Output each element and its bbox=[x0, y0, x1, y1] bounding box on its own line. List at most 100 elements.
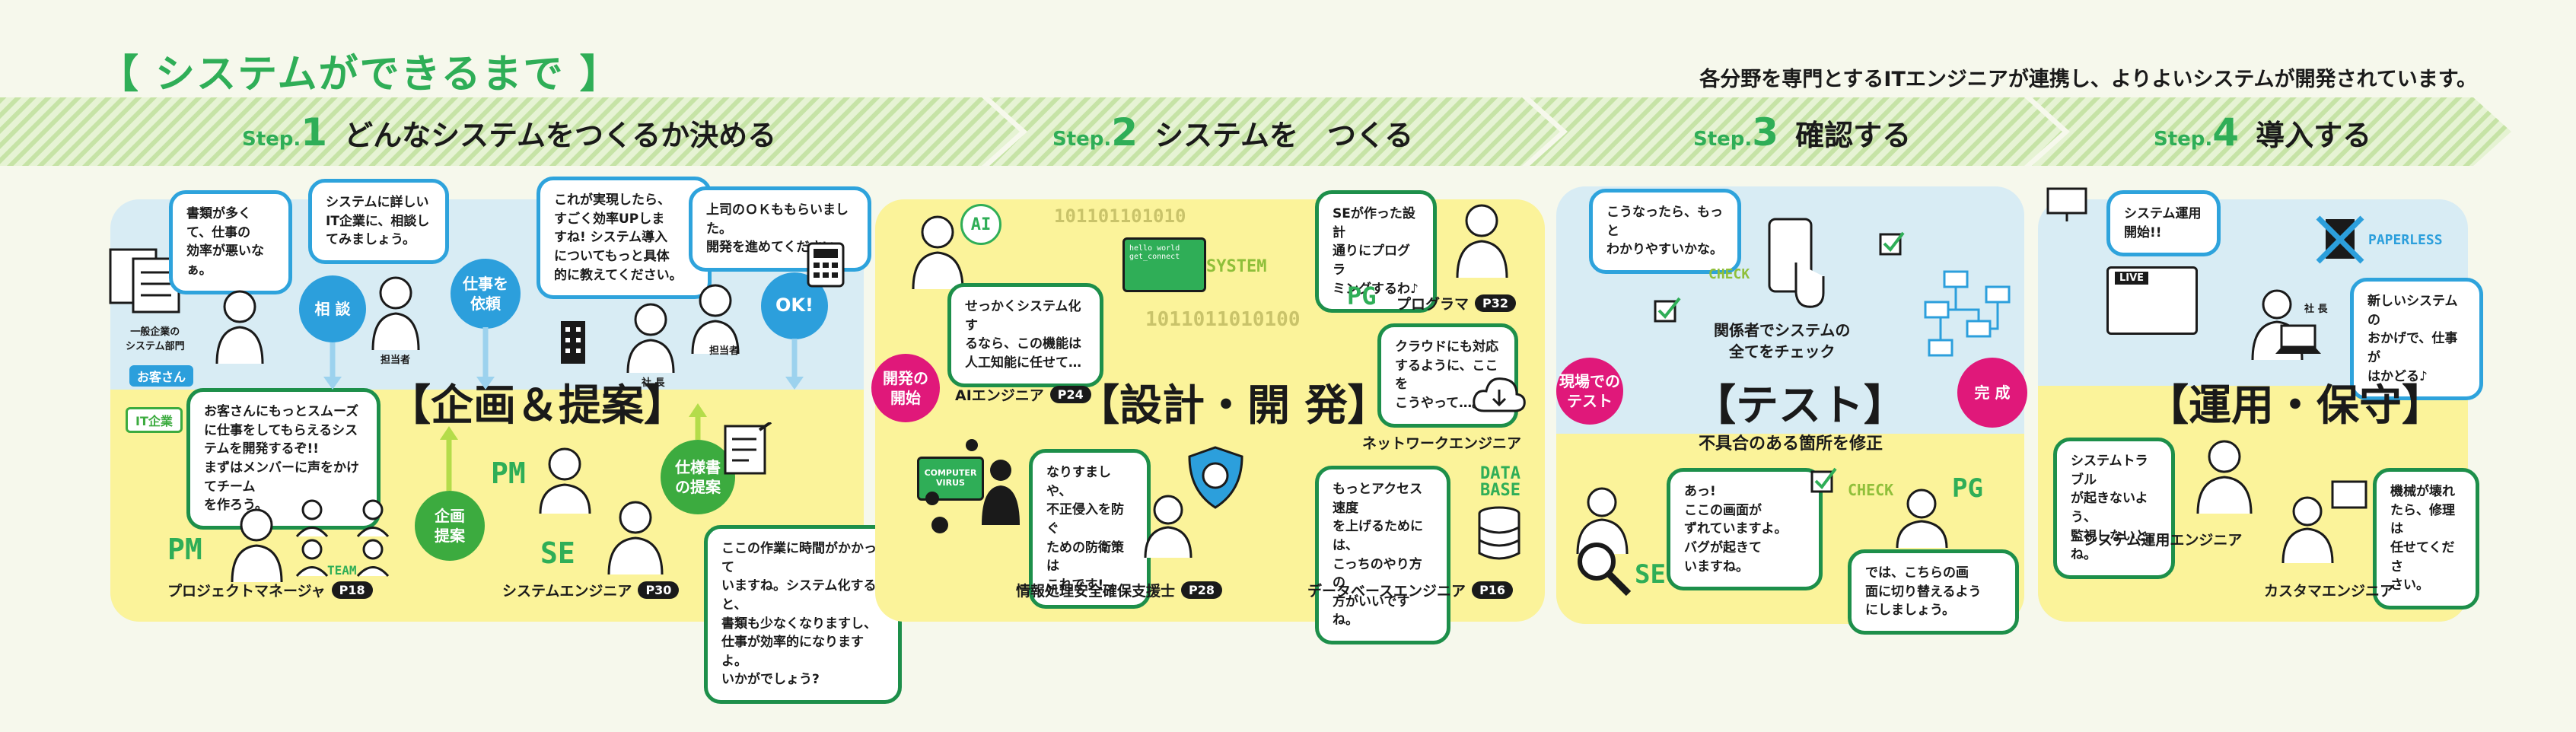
checkbox-icon-3 bbox=[1810, 467, 1837, 493]
staff-tag: 担当者 bbox=[381, 355, 411, 366]
code-window-icon: hello world get_connect bbox=[1122, 237, 1206, 292]
spec-doc-icon bbox=[724, 422, 772, 475]
caption-fix: 不具合のある箇所を修正 bbox=[1699, 434, 1883, 454]
pg-deco: PG bbox=[1347, 282, 1377, 310]
paperless-deco: PAPERLESS bbox=[2368, 232, 2443, 248]
bubble-president: 新しいシステムの おかげで、仕事が はかどる♪ bbox=[2350, 278, 2483, 401]
client-tag: お客さん bbox=[129, 365, 194, 387]
team-deco: TEAM bbox=[327, 563, 357, 578]
step-banner bbox=[0, 97, 2511, 166]
monitor-icon bbox=[2046, 187, 2087, 221]
bubble-ce: 機械が壊れ たら、修理は 任せてくださ さい。 bbox=[2373, 468, 2479, 609]
president-tag-step4: 社 長 bbox=[2304, 304, 2328, 315]
circle-field-test: 現場での テスト bbox=[1556, 358, 1623, 425]
pm-deco: PM bbox=[167, 533, 202, 566]
heading-operation: 【運用・保守】 bbox=[2146, 381, 2444, 431]
team-icon bbox=[295, 499, 390, 578]
building-icon bbox=[561, 321, 585, 364]
bubble-se: ここの作業に時間がかかって いますね。システム化すると、 書類も少なくなりますし… bbox=[704, 525, 902, 705]
ai-person-icon bbox=[912, 215, 964, 289]
binary-deco: 101101101010 bbox=[1054, 205, 1186, 227]
se-deco-test: SE bbox=[1635, 559, 1666, 590]
smartphone-touch-icon bbox=[1768, 218, 1825, 308]
staff2-person-icon bbox=[691, 284, 740, 354]
network-diagram-icon bbox=[1924, 270, 2011, 357]
bubble-pm: お客さんにもっとスムーズ に仕事をしてもらえるシス テムを開発するぞ!! まずは… bbox=[186, 388, 381, 530]
page-subtitle: 各分野を専門とするITエンジニアが連携し、よりよいシステムが開発されています。 bbox=[1699, 68, 2477, 91]
bubble-se-test: あっ! ここの画面が ずれていますよ。バグが起きて いますね。 bbox=[1667, 468, 1823, 591]
shield-icon bbox=[1188, 446, 1243, 509]
calculator-icon bbox=[807, 242, 845, 288]
circle-consult: 相 談 bbox=[299, 275, 366, 342]
db-deco: DATA BASE bbox=[1480, 464, 1520, 500]
checkbox-icon-2 bbox=[1654, 297, 1681, 323]
circle-spec: 仕様書 の提案 bbox=[661, 440, 735, 514]
security-person-icon bbox=[1144, 495, 1192, 558]
client-dept-label: 一般企業の システム部門 bbox=[126, 326, 185, 352]
paperless-icon bbox=[2316, 215, 2364, 264]
se-person-icon bbox=[607, 501, 664, 574]
staff-tag-2: 担当者 bbox=[709, 345, 740, 357]
president-person-icon bbox=[626, 303, 675, 373]
bubble-db: もっとアクセス速度 を上げるためには、 こっちのやり方の 方がいいですね。 bbox=[1315, 466, 1450, 645]
database-icon bbox=[1478, 506, 1520, 560]
bubble-ops: システムトラブル が起きないよう、 監視しないとね。 bbox=[2053, 438, 2175, 579]
pg-test-person-icon bbox=[1896, 489, 1948, 548]
bubble-ai: せっかくシステム化す るなら、この機能は 人工知能に任せて… bbox=[947, 283, 1103, 387]
bubble-launch: システム運用 開始!! bbox=[2106, 190, 2221, 257]
bubble-pg-test: では、こちらの画 面に切り替えるよう にしましょう。 bbox=[1848, 549, 2019, 635]
client-person-icon bbox=[215, 290, 264, 364]
circle-plan: 企画 提案 bbox=[415, 491, 485, 561]
live-monitor-icon: LIVE bbox=[2106, 266, 2198, 335]
checkbox-icon bbox=[1879, 231, 1905, 256]
check-deco: CHECK bbox=[1708, 266, 1750, 282]
staff-person-icon bbox=[371, 276, 420, 350]
hacker-person-icon bbox=[982, 460, 1020, 525]
heading-development: 【設計・開 発】 bbox=[1077, 381, 1390, 431]
laptop-icon bbox=[2275, 324, 2321, 354]
heading-planning: 【企画＆提案】 bbox=[388, 381, 686, 431]
se-deco: SE bbox=[540, 536, 575, 570]
cloud-download-icon bbox=[1473, 377, 1526, 412]
magnifier-icon bbox=[1578, 543, 1632, 597]
circle-request: 仕事を 依頼 bbox=[451, 259, 521, 329]
binary-deco-2: 1011011010100 bbox=[1145, 308, 1301, 331]
heading-test: 【テスト】 bbox=[1693, 381, 1906, 431]
machine-icon bbox=[2331, 480, 2367, 509]
role-ce: カスタマエンジニア bbox=[2264, 583, 2395, 600]
check-deco-2: CHECK bbox=[1848, 481, 1894, 499]
pg-deco-test: PG bbox=[1952, 473, 1983, 504]
pm-deco-2: PM bbox=[491, 457, 526, 490]
circle-dev-start: 開発の 開始 bbox=[871, 354, 940, 422]
circle-complete: 完 成 bbox=[1957, 358, 2027, 428]
bubble-cloud: クラウドにも対応 するように、ここを こうやって…。 bbox=[1377, 323, 1518, 428]
page-title: 【 システムができるまで 】 bbox=[99, 52, 621, 97]
pg-person-icon bbox=[1456, 204, 1508, 278]
pm2-person-icon bbox=[539, 447, 591, 514]
ai-deco: AI bbox=[960, 204, 1001, 245]
virus-icon bbox=[925, 439, 978, 533]
it-company-tag: IT企業 bbox=[126, 407, 183, 433]
caption-check: 関係者でシステムの 全てをチェック bbox=[1714, 321, 1851, 361]
role-ops: システム運用エンジニア bbox=[2084, 532, 2243, 549]
role-network: ネットワークエンジニア bbox=[1362, 435, 1522, 452]
ops-person-icon bbox=[2196, 440, 2253, 514]
bubble-security: なりすましや、 不正侵入を防ぐ ための防衛策は これです! bbox=[1029, 449, 1151, 609]
system-deco: SYSTEM bbox=[1206, 257, 1267, 276]
bubble-client: 書類が多く て、仕事の 効率が悪いなぁ。 bbox=[169, 190, 292, 294]
pm-person-icon bbox=[231, 508, 283, 582]
bubble-check: こうなったら、もっと わかりやすいかな。 bbox=[1589, 189, 1741, 274]
ce-person-icon bbox=[2281, 496, 2334, 563]
bubble-pg: SEが作った設計 通りにプログラ ミングするわ♪ bbox=[1315, 190, 1437, 313]
